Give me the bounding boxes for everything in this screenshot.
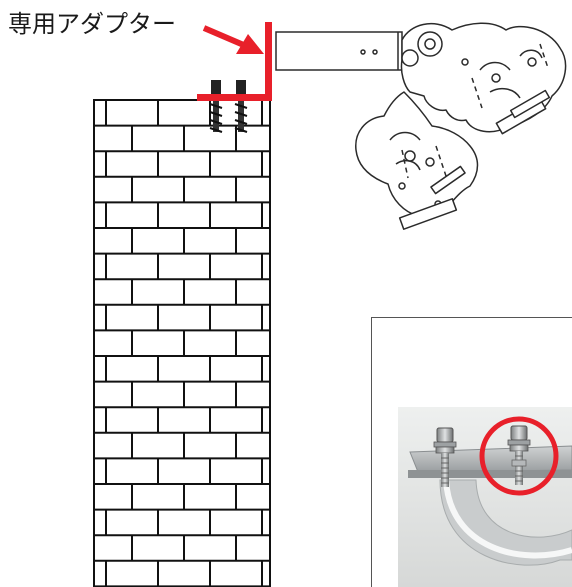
hex-bolt-right xyxy=(507,425,531,485)
bracket-photo xyxy=(398,407,572,587)
hex-bolt-left xyxy=(433,427,457,487)
swivel-bracket xyxy=(355,22,567,230)
highlight-circle xyxy=(479,416,559,496)
adapter-callout-label: 専用アダプター xyxy=(8,10,176,38)
anchor-bolt-left xyxy=(209,80,223,133)
dedicated-adapter-bracket xyxy=(197,22,272,101)
brick-wall xyxy=(93,99,271,587)
callout-arrow xyxy=(202,25,264,54)
anchor-bolt-right xyxy=(234,80,248,133)
